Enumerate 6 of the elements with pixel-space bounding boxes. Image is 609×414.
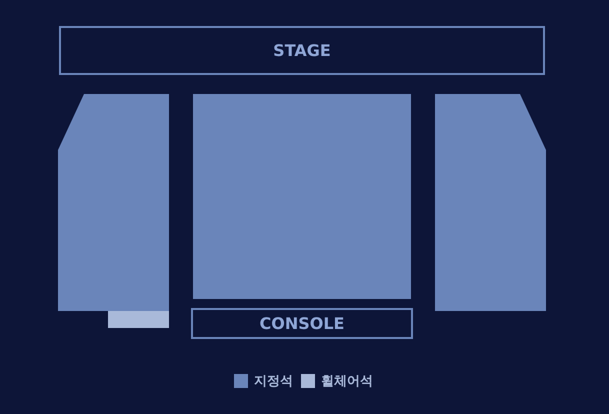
legend-label: 지정석 bbox=[254, 373, 293, 390]
stage-area bbox=[59, 26, 545, 75]
console-area bbox=[191, 308, 413, 339]
area-label: CONSOLE bbox=[260, 314, 344, 333]
legend-label: 휠체어석 bbox=[321, 373, 373, 390]
area-label: STAGE bbox=[273, 41, 331, 60]
